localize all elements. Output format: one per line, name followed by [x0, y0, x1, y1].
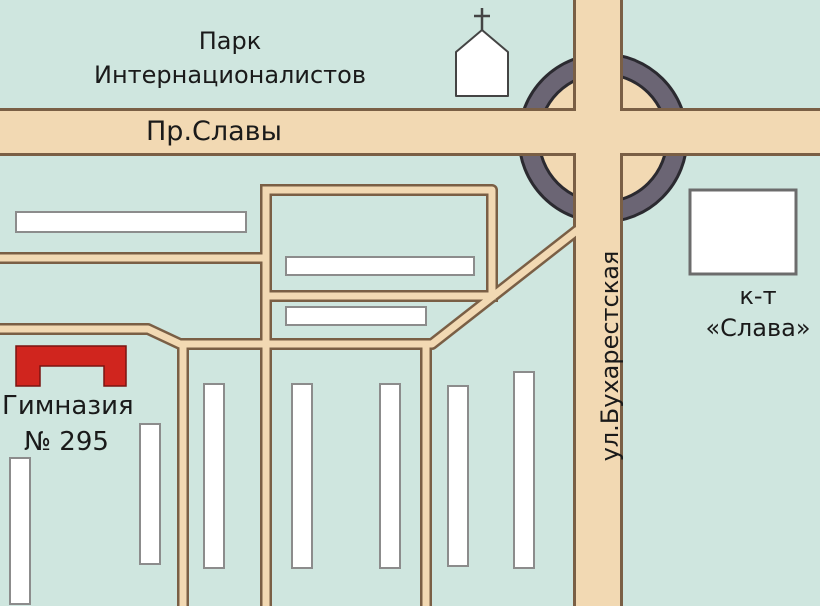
cinema-label: к-т «Слава»: [696, 280, 820, 344]
building: [291, 383, 313, 569]
building: [15, 211, 247, 233]
school-label-line2: № 295: [24, 427, 109, 457]
building: [513, 371, 535, 569]
cinema-label-line1: к-т: [739, 282, 777, 310]
building: [9, 457, 31, 605]
building: [203, 383, 225, 569]
building: [447, 385, 469, 567]
park-label-line2: Интернационалистов: [94, 61, 366, 89]
road-block-top: [262, 186, 496, 606]
street-label: ул.Бухарестская: [596, 250, 624, 462]
school-building: [15, 345, 127, 387]
cinema-label-line2: «Слава»: [705, 314, 811, 342]
park-label-line1: Парк: [198, 27, 262, 55]
building: [285, 256, 475, 276]
prospekt-label: Пр.Славы: [146, 116, 282, 147]
church-icon: [455, 8, 509, 97]
school-label: Гимназия № 295: [2, 388, 134, 460]
building: [139, 423, 161, 565]
school-label-line1: Гимназия: [2, 391, 134, 421]
park-label: Парк Интернационалистов: [70, 24, 390, 92]
cinema-building: [688, 188, 798, 276]
building: [379, 383, 401, 569]
building: [285, 306, 427, 326]
